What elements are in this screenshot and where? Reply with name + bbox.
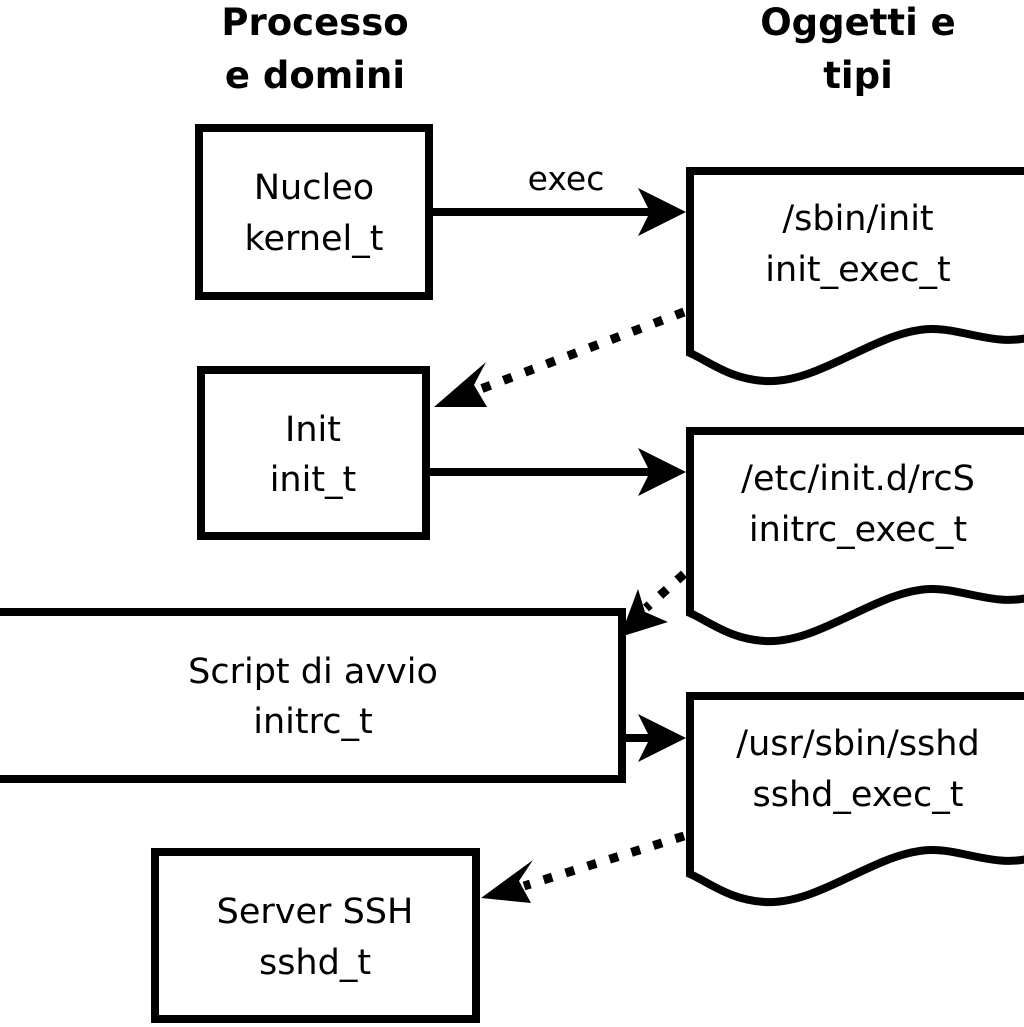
- node-label-line2: sshd_t: [259, 943, 371, 983]
- column-header-objects-line2: tipi: [823, 54, 893, 97]
- node-label-line1: /usr/sbin/sshd: [736, 724, 979, 764]
- node-init-exec[interactable]: /sbin/init init_exec_t: [686, 167, 1024, 386]
- column-header-processes-line2: e domini: [225, 54, 405, 97]
- node-sshd[interactable]: Server SSH sshd_t: [151, 848, 480, 1023]
- node-document-shape: [686, 692, 1024, 907]
- arrowhead-icon: [620, 589, 668, 637]
- edge-sshd-exec-to-sshd: [481, 831, 686, 903]
- node-label-line2: sshd_exec_t: [753, 775, 964, 815]
- node-box: [195, 124, 433, 300]
- node-sshd-exec[interactable]: /usr/sbin/sshd sshd_exec_t: [686, 692, 1024, 907]
- node-box: [151, 848, 480, 1023]
- node-label-line1: /etc/init.d/rcS: [741, 459, 975, 499]
- edge-init-exec-to-init: [434, 307, 686, 407]
- node-label-line1: Script di avvio: [188, 652, 438, 692]
- node-label-line2: kernel_t: [245, 219, 384, 259]
- edge-initrc-exec-to-initrc: [620, 570, 688, 637]
- edge-init-to-initrc-exec: [430, 448, 686, 496]
- node-initrc[interactable]: Script di avvio initrc_t: [0, 608, 626, 783]
- node-label-line1: Init: [285, 410, 341, 450]
- node-label-line2: initrc_exec_t: [749, 510, 967, 550]
- node-label-line1: Server SSH: [217, 892, 414, 932]
- node-kernel[interactable]: Nucleo kernel_t: [195, 124, 433, 300]
- node-box: [197, 366, 430, 540]
- node-initrc-exec[interactable]: /etc/init.d/rcS initrc_exec_t: [686, 427, 1024, 646]
- edge-initrc-to-sshd-exec: [626, 714, 686, 762]
- edge-kernel-to-init-exec: exec: [433, 159, 686, 236]
- node-label-line2: initrc_t: [253, 702, 372, 742]
- arrowhead-icon: [434, 362, 487, 407]
- node-label-line2: init_exec_t: [765, 250, 950, 290]
- arrowhead-icon: [638, 448, 686, 496]
- node-document-shape: [686, 427, 1024, 646]
- node-label-line2: init_t: [270, 460, 357, 500]
- node-label-line1: /sbin/init: [782, 199, 933, 239]
- node-box: [0, 608, 626, 783]
- node-label-line1: Nucleo: [254, 168, 374, 208]
- arrowhead-icon: [481, 860, 533, 903]
- column-header-objects-line1: Oggetti e: [760, 1, 956, 44]
- arrowhead-icon: [638, 714, 686, 762]
- edge-label-exec: exec: [528, 159, 605, 198]
- column-header-processes-line1: Processo: [221, 1, 408, 44]
- node-init[interactable]: Init init_t: [197, 366, 430, 540]
- node-document-shape: [686, 167, 1024, 386]
- edge-line: [522, 831, 686, 891]
- edge-line: [642, 570, 688, 612]
- arrowhead-icon: [638, 188, 686, 236]
